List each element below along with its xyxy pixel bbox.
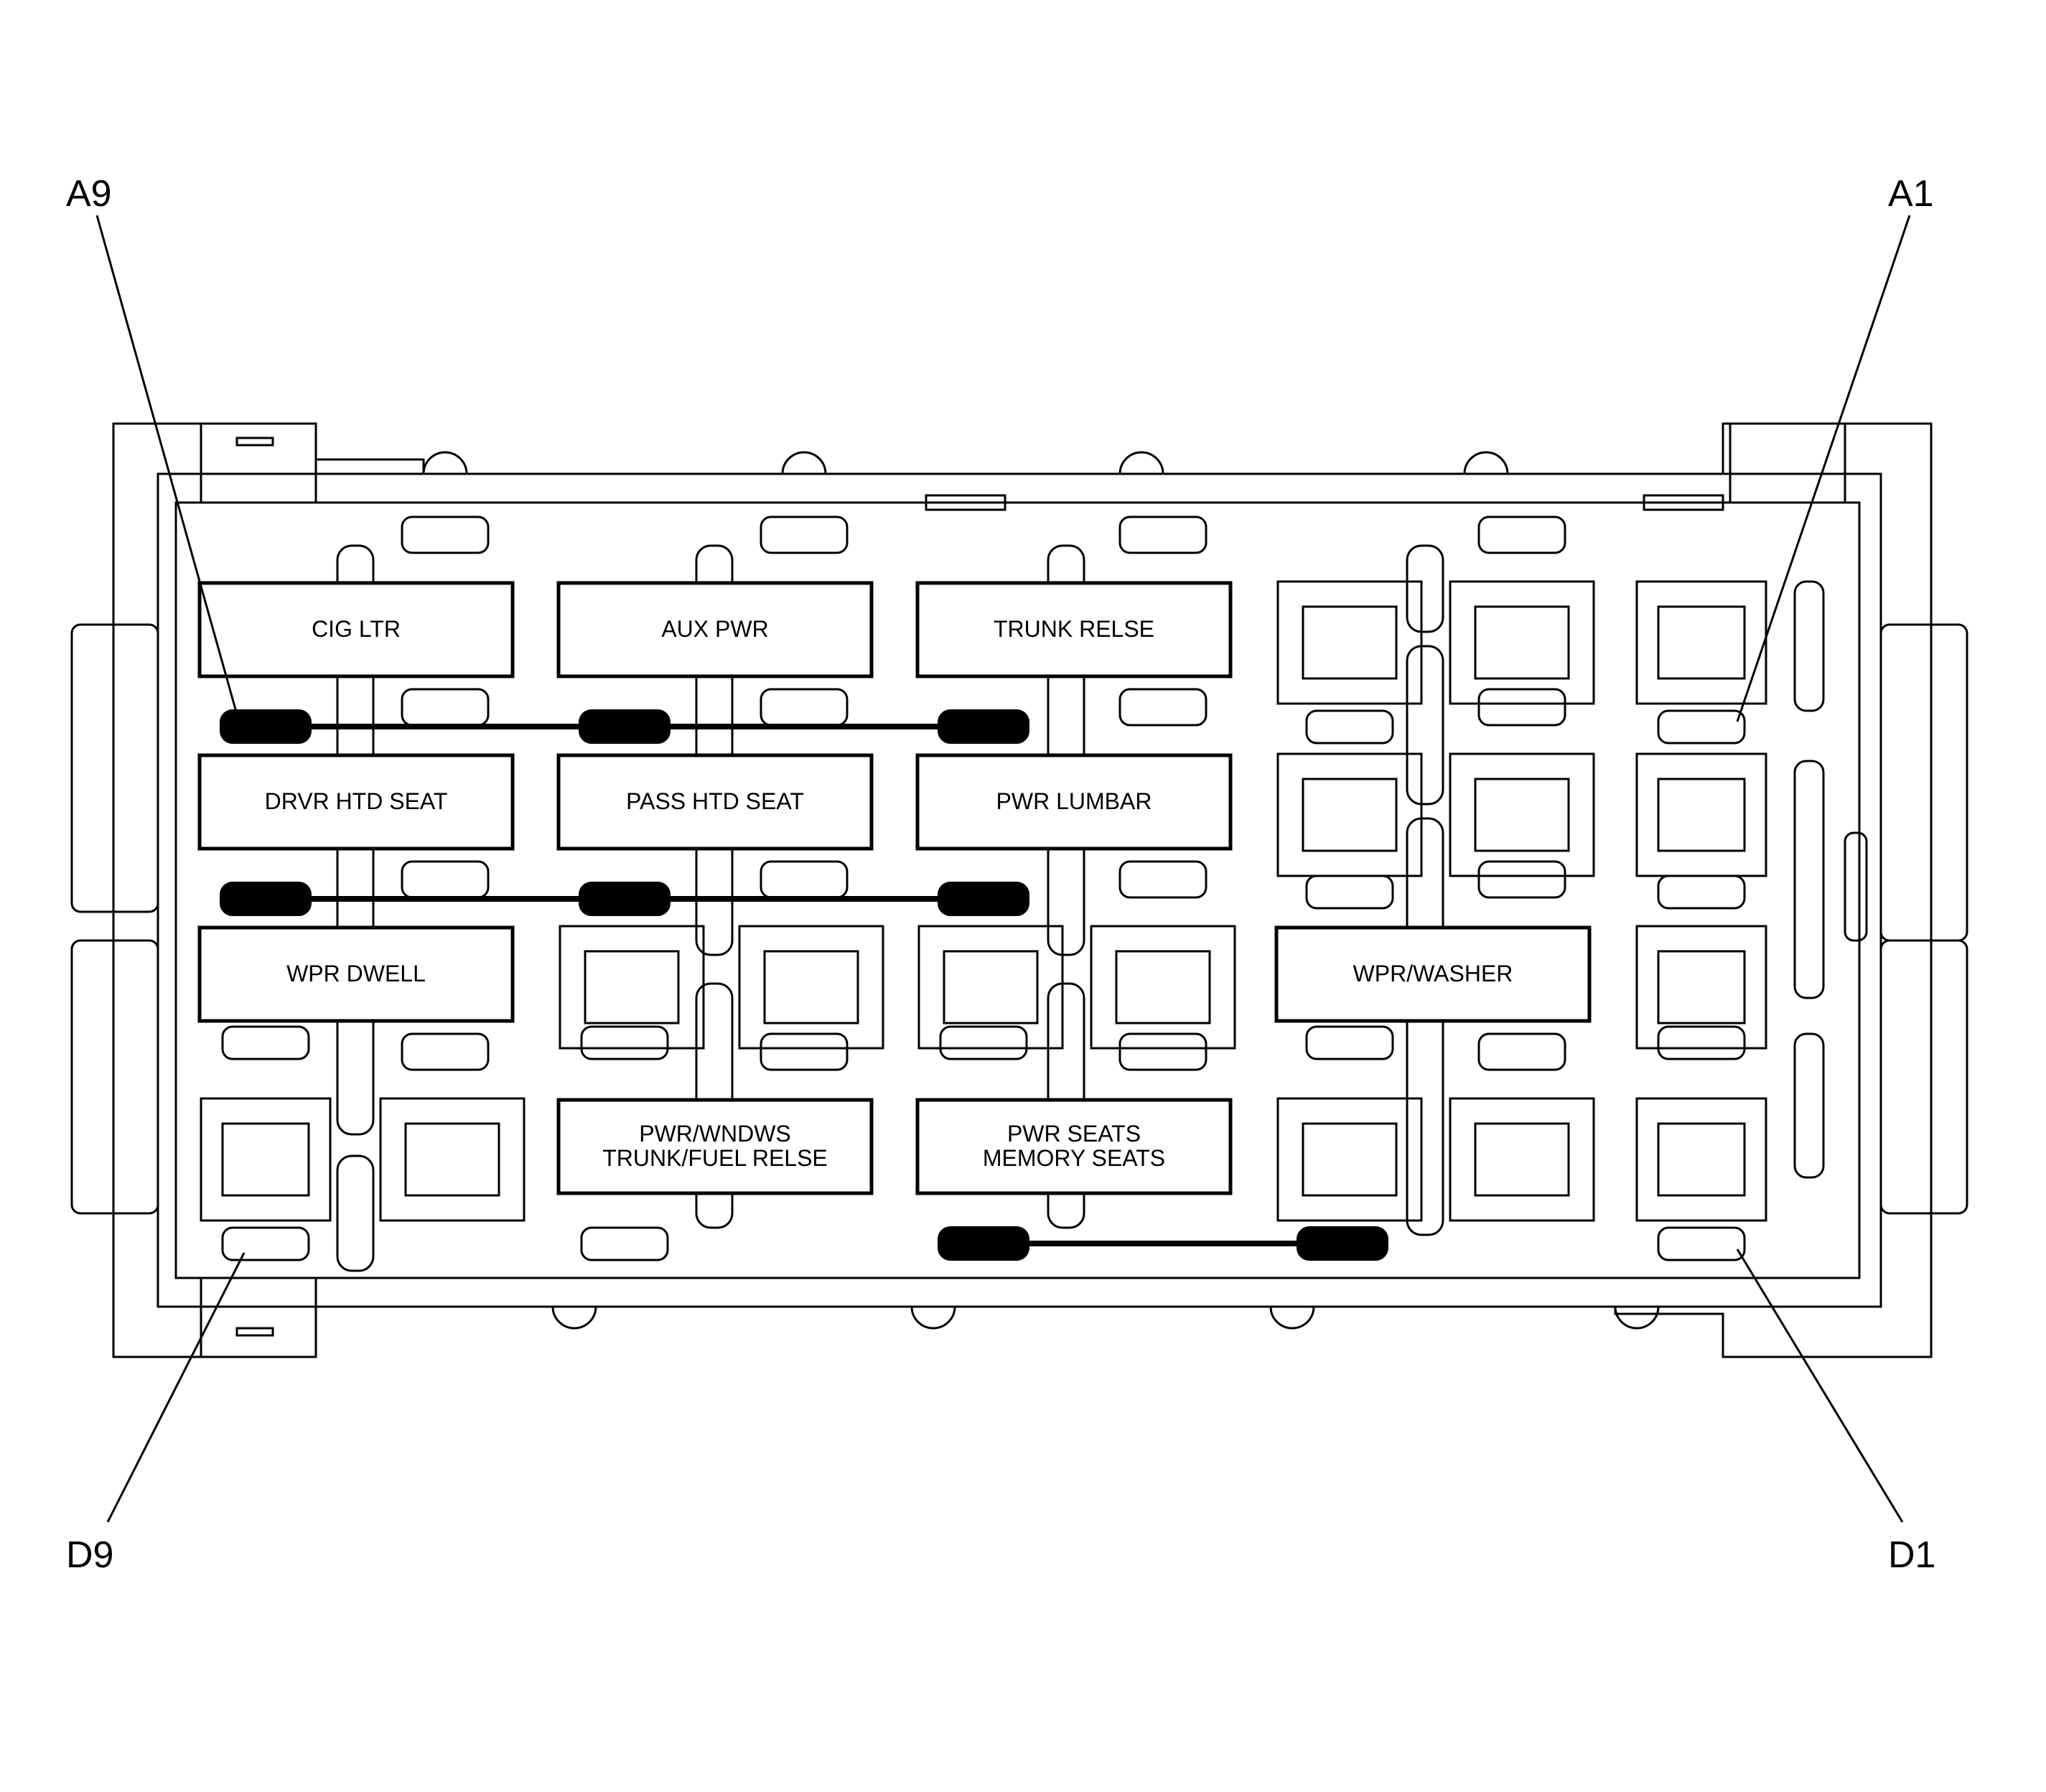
relay-pass-htd-seat-box [556,753,874,851]
rail [1793,580,1825,712]
relay-pwr-lumbar-box [915,753,1233,851]
rail [336,1154,375,1272]
corner-label-a1: A1 [1888,173,1934,215]
relay-label-trunk-relse: TRUNK RELSE [993,616,1155,643]
right-latch-upper [1879,623,1968,942]
top-right-tab [1729,422,1846,504]
relay-drvr-htd-seat-box [197,753,515,851]
jumper-terminal [579,709,671,744]
left-latch-lower [70,939,159,1215]
leader-d1 [1736,1249,1904,1523]
rail [1406,544,1444,633]
relay-wpr-dwell-box [197,925,515,1023]
relay-label-wpr-washer: WPR/WASHER [1353,961,1513,987]
jumper-terminal [220,882,312,916]
corner-label-d1: D1 [1888,1534,1936,1576]
right-latch-lower [1879,939,1968,1215]
relay-pwr-wndws-box [556,1098,874,1195]
rail [695,544,734,956]
leader-a9 [95,215,238,715]
rail [1793,760,1825,999]
top-left-tab [200,422,317,504]
relay-label-pwr-seats-line2: MEMORY SEATS [982,1145,1166,1171]
rail [1844,831,1868,942]
relay-trunk-relse-box [915,581,1233,678]
empty-sockets [200,580,1767,1222]
relay-label-pwr-seats-line1: PWR SEATS [1006,1121,1141,1147]
relay-cig-ltr-box [197,581,515,678]
relay-label-drvr-htd-seat: DRVR HTD SEAT [264,788,448,815]
relay-label-pass-htd-seat: PASS HTD SEAT [626,788,804,815]
jumper-terminal [220,709,312,744]
rail [1793,1032,1825,1179]
relay-label-pwr-lumbar: PWR LUMBAR [996,788,1152,815]
rail [1047,544,1085,956]
bottom-left-tab [200,1277,317,1358]
rail [1406,817,1444,1236]
relay-label-pwr-wndws: PWR/WNDWS TRUNK/FUEL RELSE [560,1101,870,1192]
leader-a1 [1736,215,1911,722]
relay-label-aux-pwr: AUX PWR [661,616,769,643]
relay-wpr-washer-box [1274,925,1592,1023]
fuse-clips [221,515,1746,1261]
left-latch-upper [70,623,159,913]
jumper-terminal [1297,1226,1388,1261]
relay-pwr-seats-box [915,1098,1233,1195]
corner-label-a9: A9 [66,173,112,215]
leader-d9 [106,1252,246,1523]
relay-label-pwr-wndws-line1: PWR/WNDWS [639,1121,791,1147]
relay-label-cig-ltr: CIG LTR [312,616,401,643]
relay-label-wpr-dwell: WPR DWELL [286,961,426,987]
rail [1406,645,1444,806]
jumper-terminal [938,882,1029,916]
housing-rim [174,501,1861,1279]
relay-label-pwr-wndws-line2: TRUNK/FUEL RELSE [602,1145,828,1171]
relay-aux-pwr-box [556,581,874,678]
corner-label-d9: D9 [66,1534,114,1576]
jumper-terminal [938,709,1029,744]
jumper-terminal [938,1226,1029,1261]
jumper-terminal [579,882,671,916]
relay-label-pwr-seats: PWR SEATS MEMORY SEATS [919,1101,1229,1192]
